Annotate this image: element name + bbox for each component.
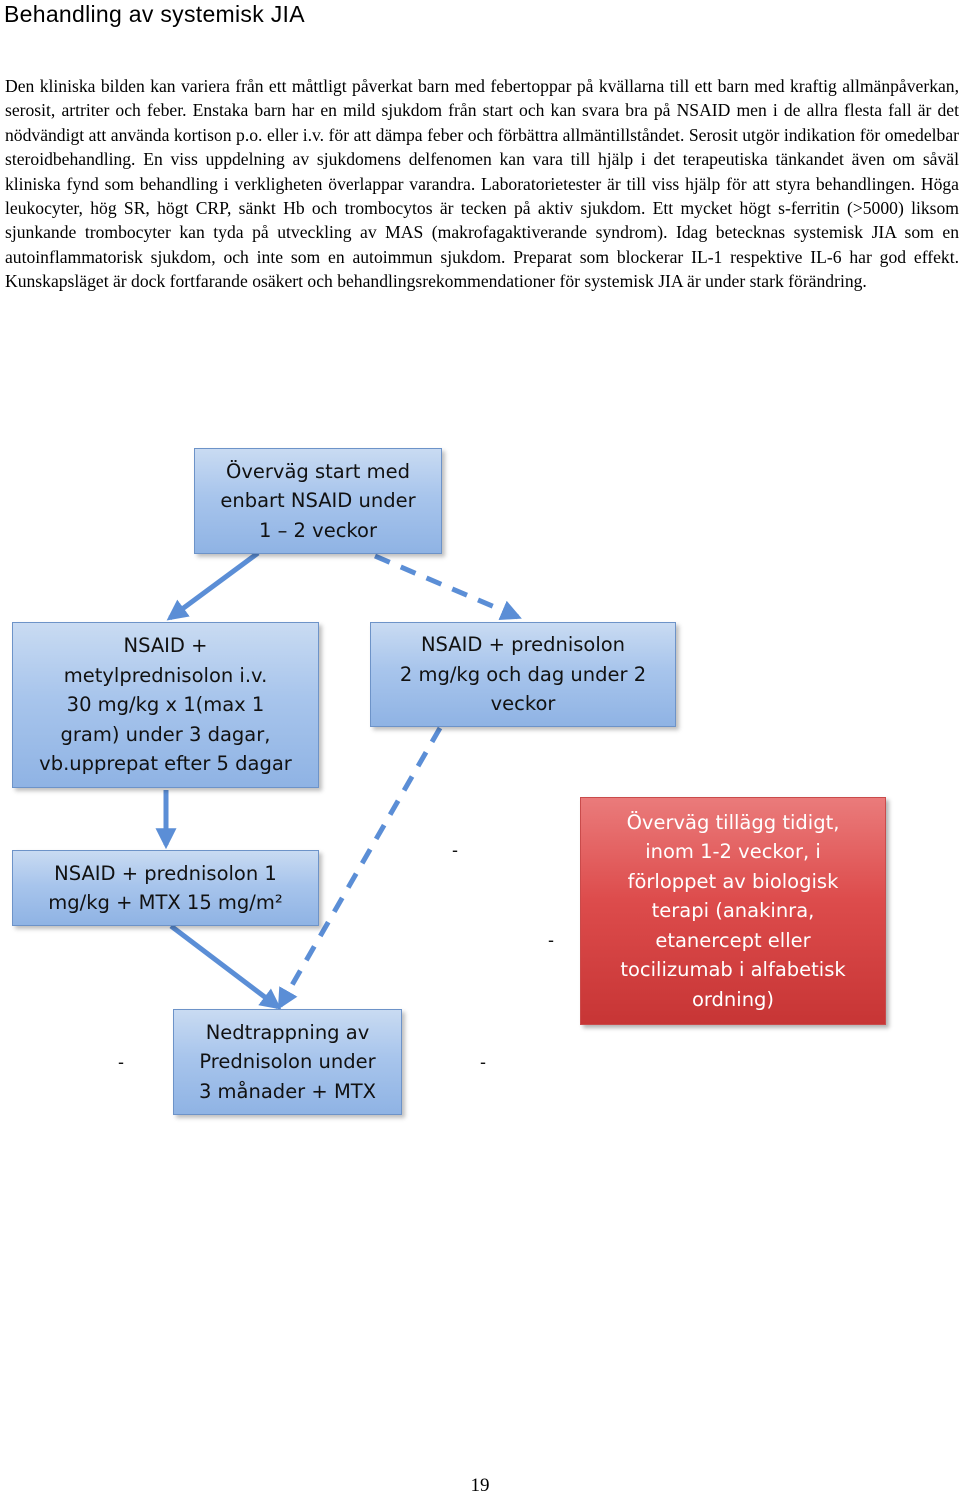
arrow-middle-to-taper: [169, 924, 282, 1010]
dash-mark: -: [118, 1052, 124, 1072]
arrow-start-to-left: [166, 550, 260, 621]
dash-mark: -: [452, 840, 458, 860]
body-paragraph: Den kliniska bilden kan variera från ett…: [5, 76, 959, 292]
arrow-right-to-taper-dashed: [277, 726, 443, 1010]
dash-mark: -: [548, 930, 554, 950]
flow-box-start-nsaid: Överväg start med enbart NSAID under 1 –…: [194, 448, 442, 554]
arrow-start-to-right-dashed: [374, 553, 522, 621]
flow-box-taper: Nedtrappning av Prednisolon under 3 måna…: [173, 1009, 402, 1115]
flow-box-biologic-therapy: Överväg tillägg tidigt, inom 1-2 veckor,…: [580, 797, 886, 1025]
dash-mark: -: [480, 1052, 486, 1072]
flow-box-prednisolone-mtx: NSAID + prednisolon 1 mg/kg + MTX 15 mg/…: [12, 850, 319, 926]
page-number: 19: [470, 1475, 490, 1496]
flow-box-methylprednisolone: NSAID + metylprednisolon i.v. 30 mg/kg x…: [12, 622, 319, 788]
page-heading: Behandling av systemisk JIA: [4, 1, 305, 27]
flow-box-prednisolone-2mg: NSAID + prednisolon 2 mg/kg och dag unde…: [370, 622, 676, 727]
